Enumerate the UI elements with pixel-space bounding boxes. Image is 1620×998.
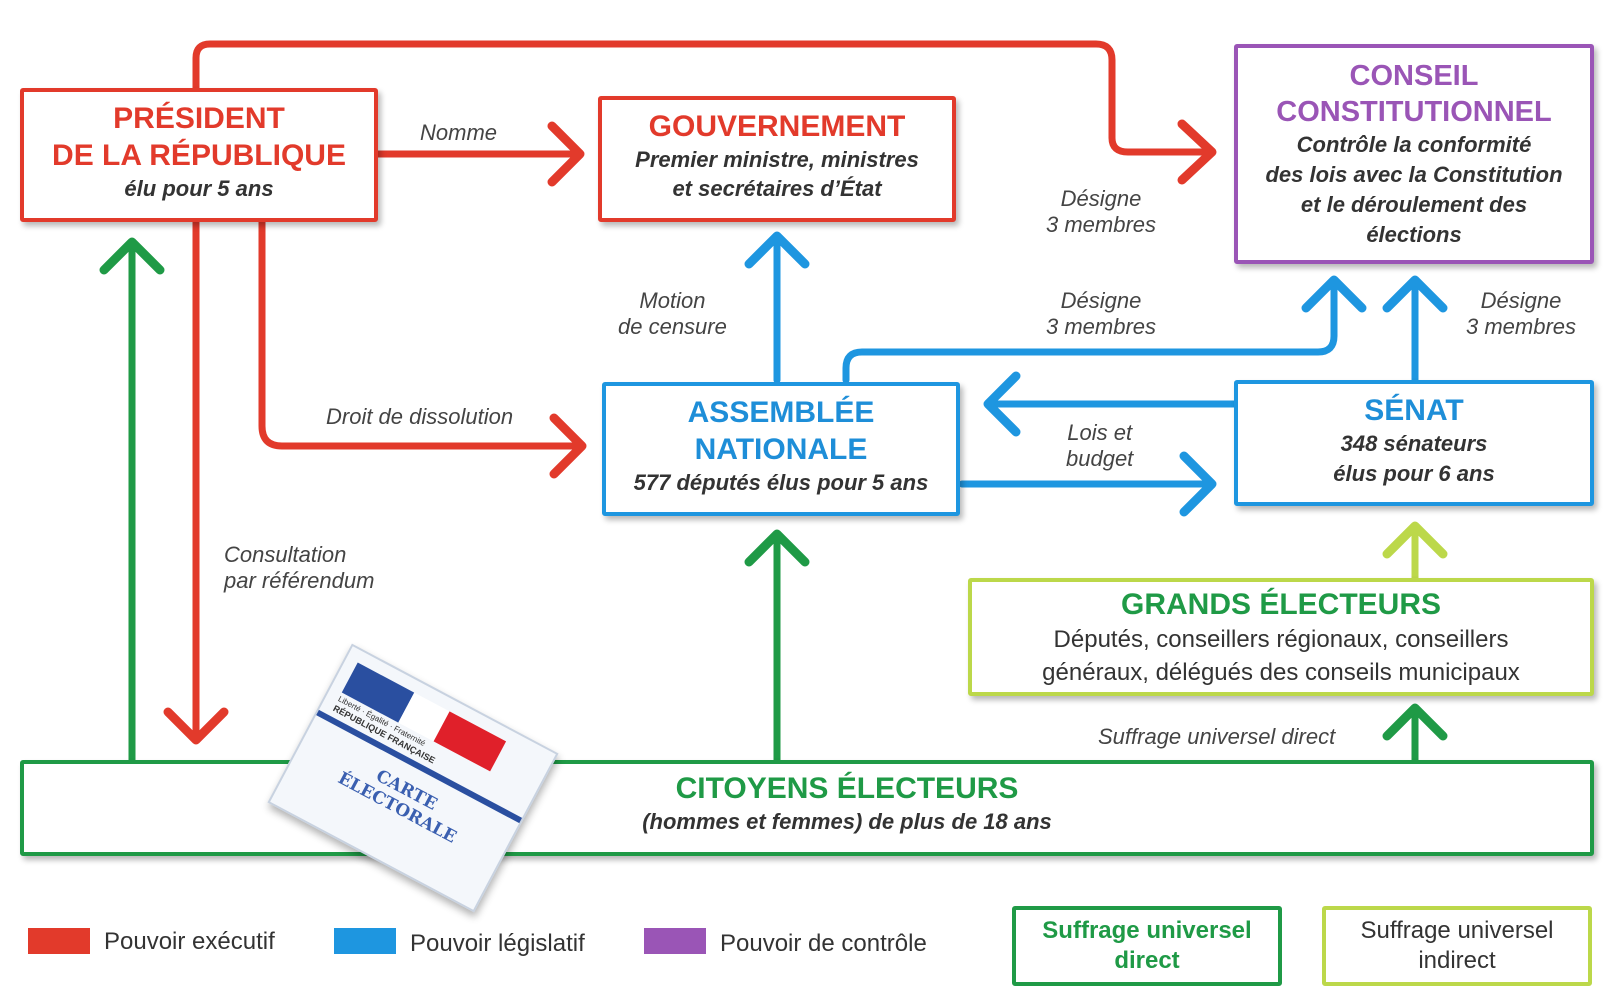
arrowhead-gouvernement-blue (744, 231, 810, 269)
arrowhead-gouvernement (547, 121, 585, 187)
conseil-title: CONSEIL CONSTITUTIONNEL (1276, 60, 1552, 128)
label-dissolution: Droit de dissolution (326, 404, 514, 429)
arrowhead-assemblee-blue (983, 371, 1021, 437)
label-designe-assemblee: Désigne 3 membres (1046, 288, 1157, 339)
citoyens-node: CITOYENS ÉLECTEURS (hommes et femmes) de… (20, 760, 1594, 856)
legend-legislatif: Pouvoir législatif (410, 930, 585, 957)
label-lois: Lois et budget (1066, 420, 1134, 471)
label-consultation: Consultation par référendum (224, 542, 375, 593)
citoyens-title: CITOYENS ÉLECTEURS (675, 772, 1019, 805)
legend-direct: Suffrage universel direct (1012, 906, 1282, 986)
senat-node: SÉNAT 348 sénateurs élus pour 6 ans (1234, 380, 1594, 506)
label-nomme: Nomme (420, 120, 498, 145)
conseil-subtitle: Contrôle la conformité des lois avec la … (1265, 132, 1563, 247)
gouvernement-title: GOUVERNEMENT (648, 110, 906, 143)
arrowhead-senat-blue (1179, 451, 1217, 517)
arrowhead-president-green (99, 237, 165, 275)
arrow-president-to-conseil (192, 40, 1214, 156)
assemblee-title: ASSEMBLÉE NATIONALE (687, 396, 875, 466)
citoyens-subtitle: (hommes et femmes) de plus de 18 ans (642, 809, 1052, 834)
label-designe-president: Désigne 3 membres (1046, 186, 1157, 237)
label-suffrage-direct: Suffrage universel direct (1098, 724, 1336, 749)
president-node: PRÉSIDENT DE LA RÉPUBLIQUE élu pour 5 an… (20, 88, 378, 222)
senat-title: SÉNAT (1364, 394, 1464, 427)
label-designe-senat: Désigne 3 membres (1466, 288, 1577, 339)
assemblee-subtitle: 577 députés élus pour 5 ans (633, 470, 929, 495)
arrowhead-assemblee-green (744, 529, 810, 567)
arrowhead-conseil-blue-1 (1301, 275, 1367, 313)
legend-indirect: Suffrage universel indirect (1322, 906, 1592, 986)
gouvernement-node: GOUVERNEMENT Premier ministre, ministres… (598, 96, 956, 222)
legend-executif: Pouvoir exécutif (104, 928, 275, 955)
legend-controle: Pouvoir de contrôle (720, 930, 927, 957)
arrowhead-citoyens-red (163, 707, 229, 745)
grands-electeurs-title: GRANDS ÉLECTEURS (1120, 588, 1442, 621)
legend-swatch-executif (28, 928, 90, 954)
legend-swatch-legislatif (334, 928, 396, 954)
arrowhead-conseil-blue-2 (1382, 275, 1448, 313)
legend-swatch-controle (644, 928, 706, 954)
grands-electeurs-subtitle: Députés, conseillers régionaux, conseill… (1042, 626, 1520, 686)
arrowhead-assemblee-red (549, 413, 587, 479)
arrow-assemblee-to-conseil (842, 280, 1338, 384)
senat-subtitle: 348 sénateurs élus pour 6 ans (1333, 431, 1495, 486)
gouvernement-subtitle: Premier ministre, ministres et secrétair… (635, 147, 919, 201)
arrowhead-senat-lgreen (1382, 521, 1448, 559)
arrowhead-conseil (1177, 119, 1217, 185)
arrow-president-to-assemblee (258, 218, 584, 450)
assemblee-node: ASSEMBLÉE NATIONALE 577 députés élus pou… (602, 382, 960, 516)
president-title: PRÉSIDENT DE LA RÉPUBLIQUE (52, 102, 346, 172)
label-motion: Motion de censure (618, 288, 727, 339)
grands-electeurs-node: GRANDS ÉLECTEURS Députés, conseillers ré… (968, 578, 1594, 696)
arrowhead-grands-green (1382, 703, 1448, 741)
president-subtitle: élu pour 5 ans (124, 176, 274, 201)
conseil-node: CONSEIL CONSTITUTIONNEL Contrôle la conf… (1234, 44, 1594, 264)
